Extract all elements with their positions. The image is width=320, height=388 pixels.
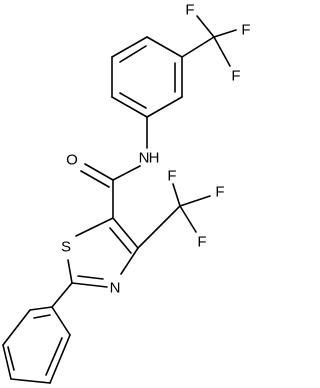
bond	[137, 205, 181, 249]
bond	[181, 36, 215, 58]
bond	[120, 247, 139, 275]
bond	[196, 15, 215, 38]
bottom-phenyl-ring	[2, 282, 73, 384]
double-bond-inner	[119, 45, 147, 63]
double-bond-inner	[45, 337, 63, 376]
double-bond-inner	[77, 275, 104, 280]
top-benzene-ring	[111, 36, 183, 118]
bond	[213, 29, 237, 38]
bond	[146, 36, 183, 58]
bond	[10, 378, 51, 384]
bond	[71, 282, 108, 288]
double-bond-inner	[119, 92, 147, 109]
fluorine-label: F	[197, 234, 206, 251]
bond	[179, 195, 211, 207]
oxygen-label: O	[66, 152, 78, 169]
top-cf3-group: F F F	[181, 2, 251, 85]
bond	[111, 36, 148, 58]
bond	[51, 306, 71, 336]
bond	[49, 334, 71, 384]
bond	[112, 165, 141, 181]
amide-hydrogen-label: H	[149, 150, 160, 167]
ring-nitrogen-label: N	[110, 280, 121, 297]
bond	[172, 183, 181, 207]
fluorine-label: F	[215, 184, 224, 201]
middle-cf3-group: F F F	[137, 168, 225, 251]
structure-svg: F F F N H O S N F F	[2, 2, 251, 384]
carbonyl-bond	[84, 163, 114, 181]
bond	[2, 344, 12, 380]
carbonyl-bond	[80, 170, 110, 188]
sulfur-label: S	[61, 239, 71, 256]
bond	[179, 205, 197, 233]
fluorine-label: F	[231, 68, 240, 85]
bond	[75, 217, 114, 237]
fluorine-label: F	[185, 2, 194, 19]
fluorine-label: F	[167, 168, 176, 185]
double-bond-inner	[33, 314, 51, 319]
double-bond-inner	[7, 346, 15, 371]
bond	[67, 259, 73, 284]
bond	[51, 282, 73, 308]
thiazole-ring: S N	[61, 217, 139, 297]
fluorine-label: F	[241, 22, 250, 39]
molecule-diagram: F F F N H O S N F F	[2, 2, 251, 384]
amide-nitrogen-label: N	[139, 150, 150, 167]
bond	[111, 96, 148, 118]
bond	[146, 96, 183, 118]
bond	[213, 36, 231, 67]
bond	[29, 306, 53, 311]
double-bond-inner	[109, 227, 132, 254]
bond	[2, 309, 31, 346]
amide-group: N H O	[66, 116, 160, 219]
bond	[112, 217, 139, 249]
